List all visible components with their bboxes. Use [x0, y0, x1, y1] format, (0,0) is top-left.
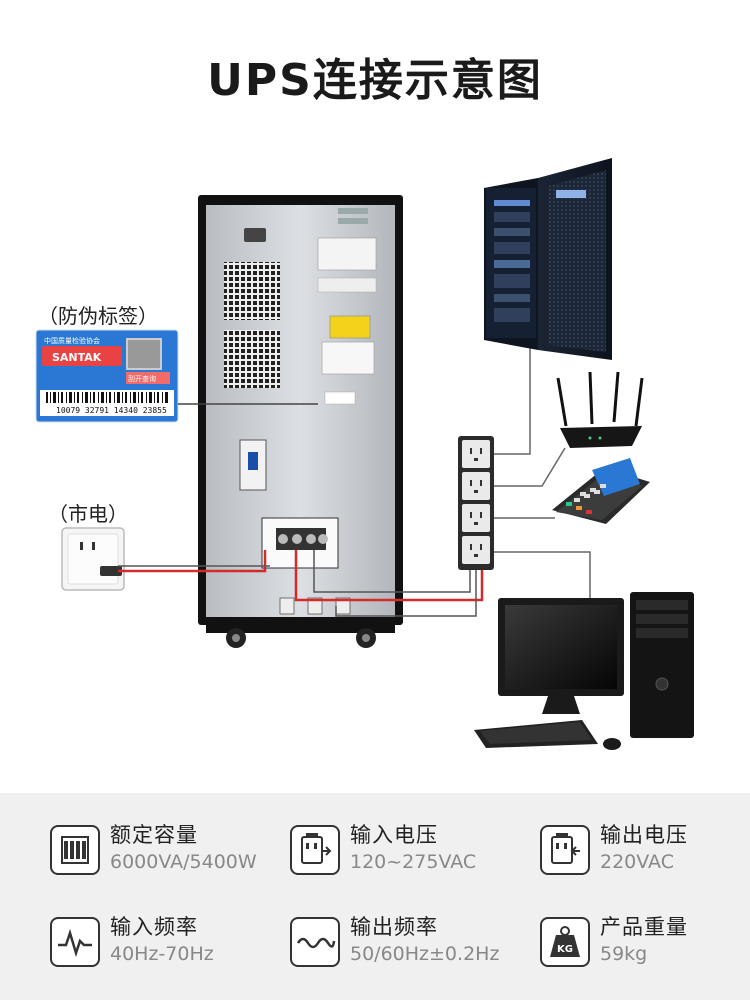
mains-input-cable — [118, 550, 267, 573]
anti-counterfeit-label: 中国质量检验协会 SANTAK 刮开查询 10079 32791 14340 2… — [35, 329, 179, 423]
weight-kg-icon: KG — [540, 917, 590, 967]
router-cable — [494, 447, 566, 487]
spec-input-frequency: 输入频率 40Hz-70Hz — [50, 911, 280, 981]
ups-tower — [198, 195, 403, 648]
pulse-wave-icon — [50, 917, 100, 967]
spec-weight: KG 产品重量 59kg — [540, 911, 750, 981]
page-title: UPS连接示意图 — [207, 55, 543, 106]
spec-label: 输入电压 — [350, 823, 438, 847]
plug-input-icon — [290, 825, 340, 875]
fan-vent — [224, 262, 280, 320]
ups-output-cable — [294, 550, 484, 602]
label-brand: SANTAK — [52, 351, 102, 364]
spec-label: 输入频率 — [110, 915, 198, 939]
spec-value: 6000VA/5400W — [110, 851, 257, 873]
spec-label: 输出频率 — [350, 915, 438, 939]
spec-rated-capacity: 额定容量 6000VA/5400W — [50, 819, 280, 889]
server-rack — [484, 158, 612, 360]
spec-label: 输出电压 — [600, 823, 688, 847]
server-rack-cable — [494, 330, 531, 455]
battery-module-icon — [50, 825, 100, 875]
label-scratch: 刮开查询 — [128, 374, 156, 383]
computer-cable — [494, 551, 591, 600]
label-org: 中国质量检验协会 — [44, 336, 100, 345]
anti-counterfeit-callout: （防伪标签） — [38, 304, 158, 328]
spec-input-voltage: 输入电压 120~275VAC — [290, 819, 520, 889]
fan-vent — [224, 330, 280, 388]
wifi-router — [556, 371, 644, 448]
spec-value: 59kg — [600, 943, 648, 965]
spec-value: 40Hz-70Hz — [110, 943, 214, 965]
spec-value: 220VAC — [600, 851, 674, 873]
pos-terminal — [552, 458, 650, 524]
desktop-computer — [474, 592, 694, 750]
spec-label: 额定容量 — [110, 823, 198, 847]
spec-output-voltage: 输出电压 220VAC — [540, 819, 750, 889]
power-strip — [458, 436, 494, 570]
wall-socket — [61, 527, 125, 591]
sine-wave-icon — [290, 917, 340, 967]
spec-output-frequency: 输出频率 50/60Hz±0.2Hz — [290, 911, 520, 981]
spec-label: 产品重量 — [600, 915, 688, 939]
spec-panel: 额定容量 6000VA/5400W 输入电压 120~275VAC — [0, 793, 750, 1000]
plug-output-icon — [540, 825, 590, 875]
connection-diagram: 中国质量检验协会 SANTAK 刮开查询 10079 32791 14340 2… — [35, 158, 694, 750]
svg-text:KG: KG — [557, 944, 573, 955]
spec-value: 50/60Hz±0.2Hz — [350, 943, 500, 965]
spec-value: 120~275VAC — [350, 851, 477, 873]
label-serial: 10079 32791 14340 23855 — [56, 406, 167, 415]
mains-callout: （市电） — [48, 502, 128, 526]
